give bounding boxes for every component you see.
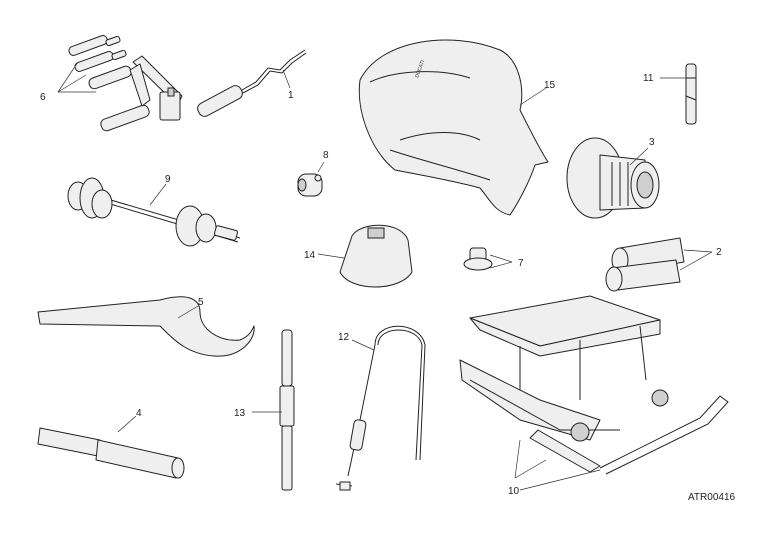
callout-13: 13 (234, 408, 246, 419)
callout-3: 3 (649, 137, 655, 148)
callout-2: 2 (716, 247, 722, 258)
callout-14: 14 (304, 250, 316, 261)
tool-6-pin-set (57, 35, 183, 132)
callout-12: 12 (338, 332, 350, 343)
tool-3-sleeve (566, 137, 660, 219)
tool-15-seat: DUCATI (358, 39, 549, 216)
tool-12-loop (335, 325, 426, 491)
drawing-reference: ATR00416 (688, 492, 736, 503)
callout-1: 1 (288, 90, 294, 101)
callout-7: 7 (518, 258, 524, 269)
callout-4: 4 (136, 408, 142, 419)
tool-7-nut (463, 247, 513, 271)
tool-4-shaft (37, 415, 185, 479)
tool-11-pin (660, 63, 697, 125)
tool-1-hook (197, 49, 307, 117)
callout-numbers: 6 1 15 11 3 8 9 14 7 2 5 12 4 13 10 (40, 73, 722, 497)
tool-9-puller (67, 177, 241, 247)
callout-15: 15 (544, 80, 556, 91)
tool-10-stand (459, 295, 729, 491)
tool-13-rod (252, 329, 295, 491)
tool-2-sleeves (605, 237, 713, 292)
callout-5: 5 (198, 297, 204, 308)
tool-8-collar (297, 161, 325, 197)
seat-brand-text: DUCATI (414, 59, 426, 78)
callout-9: 9 (165, 174, 171, 185)
callout-8: 8 (323, 150, 329, 161)
tool-5-wrench (37, 296, 255, 357)
callout-11: 11 (643, 73, 654, 84)
tool-14-cup (317, 224, 413, 288)
callout-6: 6 (40, 92, 46, 103)
callout-10: 10 (508, 486, 520, 497)
